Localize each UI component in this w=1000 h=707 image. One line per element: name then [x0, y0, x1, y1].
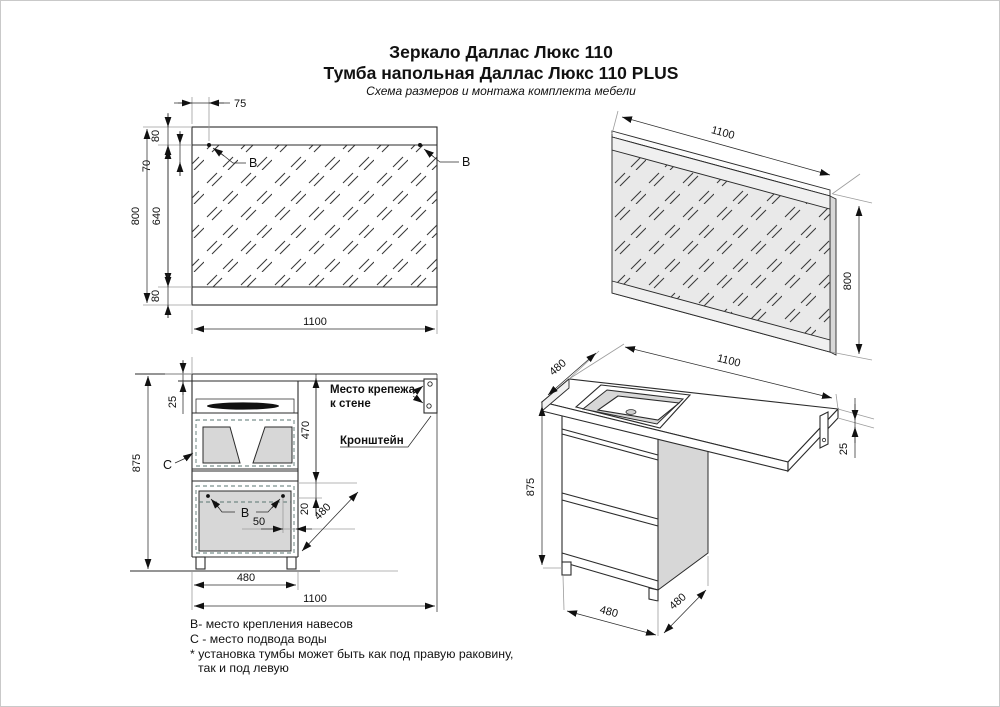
dim-70: 70	[141, 131, 184, 176]
mirror-front-view: В В 75 800	[130, 97, 470, 334]
bracket-hole-top	[427, 381, 433, 387]
dim-1100-persp-cab-text: 1100	[716, 352, 742, 369]
dim-80-top-text: 80	[150, 130, 162, 142]
dim-480-front-text: 480	[237, 572, 255, 584]
persp-bracket	[819, 411, 829, 449]
dim-470-20: 470 20	[299, 374, 320, 516]
marker-c-leader: С	[163, 452, 194, 472]
mirror-persp-hatch	[612, 150, 830, 340]
dim-25-persp: 25	[837, 398, 875, 458]
bracket-hole-bottom	[426, 403, 432, 409]
cabinet-perspective-view: 480 1100 25 875 480	[525, 343, 875, 636]
dim-1100-persp-cab: 1100	[568, 343, 839, 410]
dim-70-text: 70	[141, 160, 153, 172]
dim-80-bottom-text: 80	[150, 290, 162, 302]
sink-basin-front	[207, 402, 279, 410]
sink-bowl-bottom	[596, 395, 681, 421]
dim-1100-mirror: 1100	[191, 310, 438, 334]
dim-1100-front: 1100	[191, 590, 435, 610]
dim-470-text: 470	[300, 421, 312, 439]
leg-left	[195, 556, 206, 570]
upper-drawer-dashed	[195, 419, 295, 467]
dim-480-front: 480	[191, 572, 299, 590]
title-line-2: Тумба напольная Даллас Люкс 110 PLUS	[324, 63, 679, 83]
dim-25-front: 25	[165, 360, 192, 414]
dim-800-text: 800	[130, 207, 142, 225]
marker-c: С	[163, 458, 172, 472]
cabinet-front-face	[561, 412, 659, 591]
marker-b-left-leader: В	[212, 147, 257, 170]
dim-480-diag-front: 480	[301, 491, 359, 552]
persp-leg-right	[648, 587, 659, 602]
dim-75: 75	[174, 97, 246, 141]
sink-drain	[625, 409, 637, 415]
dim-1100-persp-text: 1100	[710, 124, 736, 142]
sink-front	[195, 398, 295, 414]
sink-bowl-right-wall	[252, 426, 293, 464]
mirror-perspective-view: 1100 800	[611, 110, 873, 361]
dim-480-bottom-persp: 480	[562, 575, 659, 636]
marker-b-right: В	[462, 155, 470, 169]
dim-50-text: 50	[253, 516, 265, 528]
lower-drawer-panel	[198, 490, 292, 552]
title-block: Зеркало Даллас Люкс 110 Тумба напольная …	[324, 42, 679, 98]
dim-480-bottom-text: 480	[598, 604, 619, 620]
dim-480-top-text: 480	[547, 357, 569, 378]
note-line-3: * установка тумбы может быть как под пра…	[190, 647, 513, 661]
dim-800: 800	[130, 129, 151, 303]
dim-875-front-text: 875	[131, 454, 143, 472]
marker-b-left: В	[249, 156, 257, 170]
dim-20-text: 20	[299, 503, 311, 515]
hanger-point-right	[418, 143, 422, 147]
wall-bracket-detail: Место крепежа к стене Кронштейн	[330, 378, 438, 448]
note-line-2: С - место подвода воды	[190, 632, 327, 646]
footnotes: В- место крепления навесов С - место под…	[190, 617, 513, 675]
dim-480-side-text: 480	[667, 591, 689, 612]
dim-640-text: 640	[151, 207, 163, 225]
fix-point-right	[281, 494, 285, 498]
marker-b-right-leader: В	[423, 148, 470, 169]
title-subtitle: Схема размеров и монтажа комплекта мебел…	[366, 84, 636, 98]
persp-bracket-hole	[821, 437, 827, 443]
marker-b-cabinet-leader: В	[210, 498, 281, 520]
note-line-1: В- место крепления навесов	[190, 617, 353, 631]
dim-1100-front-text: 1100	[303, 593, 327, 605]
lower-drawer-dashed	[195, 485, 295, 554]
dim-800-persp: 800	[830, 193, 873, 361]
mount-place-label-1: Место крепежа	[330, 384, 416, 396]
dim-875-front: 875	[131, 376, 152, 569]
dim-25-persp-text: 25	[838, 443, 850, 455]
dim-480-diag-text: 480	[312, 501, 333, 522]
mount-place-label-2: к стене	[330, 398, 371, 410]
hanger-point-left	[207, 143, 211, 147]
note-line-4: так и под левую	[198, 661, 289, 675]
dim-875-persp: 875	[525, 406, 562, 569]
dim-75-text: 75	[234, 98, 246, 110]
fix-point-left	[206, 494, 210, 498]
dim-chain-80-640-80: 80 640 80	[150, 113, 172, 318]
persp-leg-left	[561, 561, 572, 576]
dim-875-persp-text: 875	[525, 478, 537, 496]
bracket-label: Кронштейн	[340, 435, 404, 447]
sink-bowl-left-wall	[202, 426, 241, 464]
marker-b-cabinet: В	[241, 506, 249, 520]
leg-right	[286, 556, 297, 570]
cabinet-front-view: В С 25 875	[130, 357, 438, 612]
dim-1100-mirror-text: 1100	[303, 316, 327, 328]
mirror-side-edge	[829, 195, 837, 356]
dim-25-front-text: 25	[167, 396, 179, 408]
title-line-1: Зеркало Даллас Люкс 110	[389, 42, 613, 62]
mirror-glass-hatch	[192, 145, 437, 287]
dim-800-persp-text: 800	[842, 272, 854, 290]
